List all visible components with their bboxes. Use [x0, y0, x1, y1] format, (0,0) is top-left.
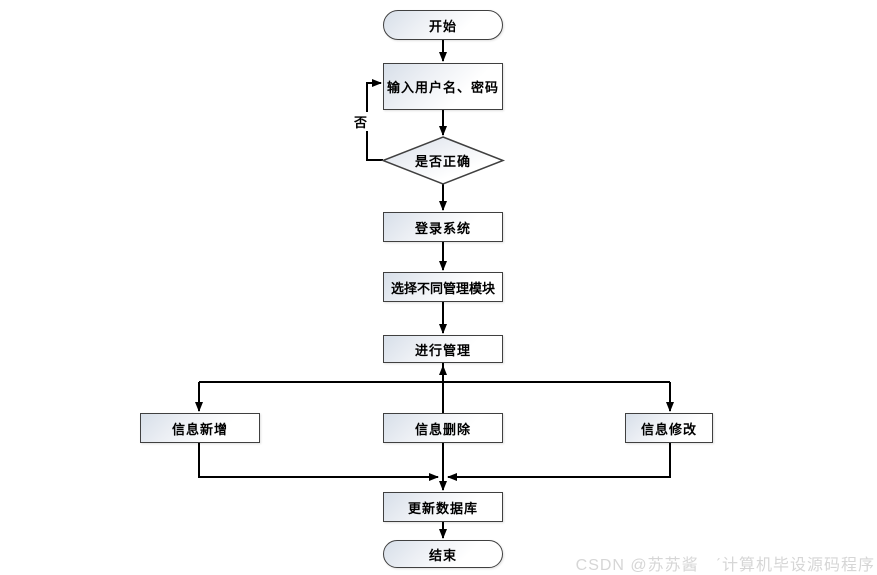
- edge-decision-no-loop: [366, 79, 383, 161]
- node-select-module: 选择不同管理模块: [383, 272, 503, 302]
- edge-label-no: 否: [353, 112, 369, 131]
- decision-diamond-shape: [380, 136, 506, 185]
- node-info-delete: 信息删除: [383, 413, 503, 443]
- node-start: 开始: [383, 10, 503, 40]
- node-manage: 进行管理: [383, 335, 503, 363]
- node-update-database: 更新数据库: [383, 492, 503, 522]
- watermark-text: CSDN @苏苏酱 ˊ计算机毕设源码程序: [575, 557, 875, 574]
- node-end: 结束: [383, 540, 503, 568]
- node-info-add: 信息新增: [140, 413, 260, 443]
- node-input-credentials: 输入用户名、密码: [383, 63, 503, 110]
- edge-add-to-merge: [198, 443, 439, 481]
- node-login-system: 登录系统: [383, 212, 503, 242]
- edge-modify-to-merge: [447, 443, 671, 481]
- node-decision-correct: 是否正确: [414, 154, 471, 169]
- node-info-modify: 信息修改: [625, 413, 713, 443]
